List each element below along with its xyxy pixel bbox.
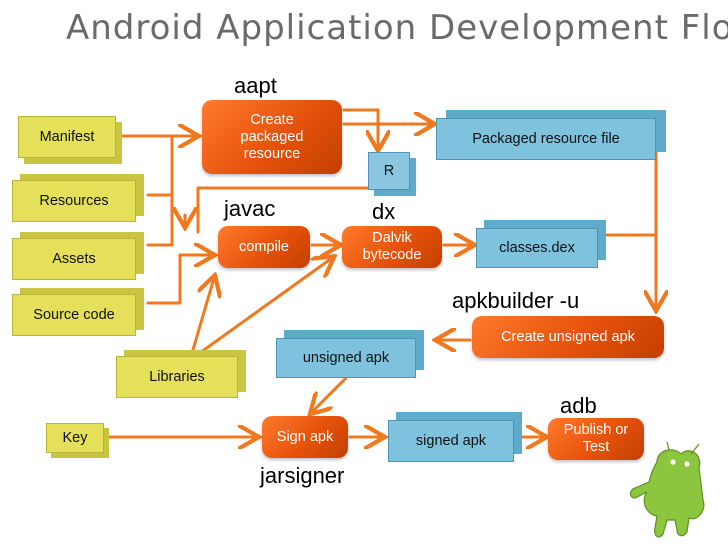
page-title: Android Application Development Flow [66, 8, 728, 48]
tool-apkbuilder: apkbuilder -u [452, 288, 580, 313]
line-collector-top [118, 134, 174, 147]
process-sign: Sign apk [262, 416, 348, 458]
tool-aapt: aapt [234, 73, 277, 98]
input-key: Key [46, 423, 104, 453]
tool-dx: dx [372, 199, 396, 224]
tool-jarsigner: jarsigner [260, 463, 345, 488]
line-source-code [146, 255, 212, 305]
artifact-packaged-resource: Packaged resource file [436, 118, 656, 160]
artifact-classes-dex: classes.dex [476, 228, 598, 268]
input-manifest: Manifest [18, 116, 116, 158]
line-assets-collector [146, 193, 174, 247]
process-create-unsigned: Create unsigned apk [472, 316, 664, 358]
line-resources-collector [146, 143, 174, 197]
arrow-unsigned-to-sign [312, 376, 348, 412]
process-create-package: Create packaged resource [202, 100, 342, 174]
tool-adb: adb [560, 393, 597, 418]
artifact-r: R [368, 152, 410, 190]
artifact-signed-apk: signed apk [388, 420, 514, 462]
line-r-to-compile [196, 186, 372, 234]
android-robot-icon [629, 441, 705, 538]
process-compile: compile [218, 226, 310, 268]
input-source-code: Source code [12, 294, 136, 336]
tool-javac: javac [224, 196, 276, 221]
arrow-libraries-to-compile [188, 278, 214, 362]
process-dalvik: Dalvik bytecode [342, 226, 442, 268]
arrow-libraries-to-dalvik [188, 258, 332, 362]
artifact-unsigned-apk: unsigned apk [276, 338, 416, 378]
input-resources: Resources [12, 180, 136, 222]
input-assets: Assets [12, 238, 136, 280]
input-libraries: Libraries [116, 356, 238, 398]
process-publish: Publish or Test [548, 418, 644, 460]
